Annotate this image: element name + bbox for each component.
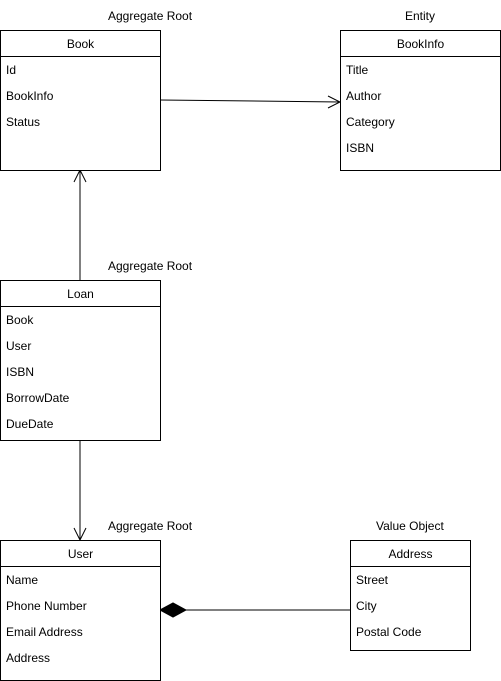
bookinfo-field-category: Category [346,115,395,129]
loan-field-isbn: ISBN [6,365,35,379]
book-to-bookinfo-line [159,99,341,103]
loan-to-user-arrowhead [73,527,87,542]
bookinfo-field-title: Title [346,63,369,77]
user-field-address: Address [6,651,51,665]
address-field-city: City [356,599,377,613]
user-field-phone-number: Phone Number [6,599,87,613]
loan-class-box[interactable]: Loan Book User ISBN BorrowDate DueDate [0,280,161,441]
bookinfo-field-isbn: ISBN [346,141,375,155]
address-field-street: Street [356,573,389,587]
address-stereotype: Value Object [376,519,444,533]
user-stereotype: Aggregate Root [108,519,193,533]
address-fields: Street City Postal Code [351,567,470,645]
loan-field-book: Book [6,313,34,327]
book-class-title: Book [1,31,160,57]
loan-to-book-arrowhead [73,168,87,183]
loan-field-borrowdate: BorrowDate [6,391,70,405]
book-field-id: Id [6,63,17,77]
user-field-name: Name [6,573,39,587]
loan-stereotype: Aggregate Root [108,259,193,273]
user-fields: Name Phone Number Email Address Address [1,567,160,671]
bookinfo-class-title: BookInfo [341,31,500,57]
address-class-title: Address [351,541,470,567]
loan-class-title: Loan [1,281,160,307]
bookinfo-fields: Title Author Category ISBN [341,57,500,161]
user-field-email-address: Email Address [6,625,83,639]
composition-diamond [158,602,188,618]
user-class-title: User [1,541,160,567]
bookinfo-class-box[interactable]: BookInfo Title Author Category ISBN [340,30,501,171]
book-stereotype: Aggregate Root [108,9,193,23]
loan-fields: Book User ISBN BorrowDate DueDate [1,307,160,437]
loan-field-duedate: DueDate [6,417,54,431]
address-field-postal-code: Postal Code [356,625,422,639]
book-field-status: Status [6,115,41,129]
bookinfo-stereotype: Entity [405,9,436,23]
loan-field-user: User [6,339,32,353]
user-class-box[interactable]: User Name Phone Number Email Address Add… [0,540,161,681]
book-class-box[interactable]: Book Id BookInfo Status [0,30,161,171]
address-class-box[interactable]: Address Street City Postal Code [350,540,471,651]
bookinfo-field-author: Author [346,89,382,103]
book-fields: Id BookInfo Status [1,57,160,135]
book-field-bookinfo: BookInfo [6,89,54,103]
book-to-bookinfo-arrowhead [327,95,342,109]
